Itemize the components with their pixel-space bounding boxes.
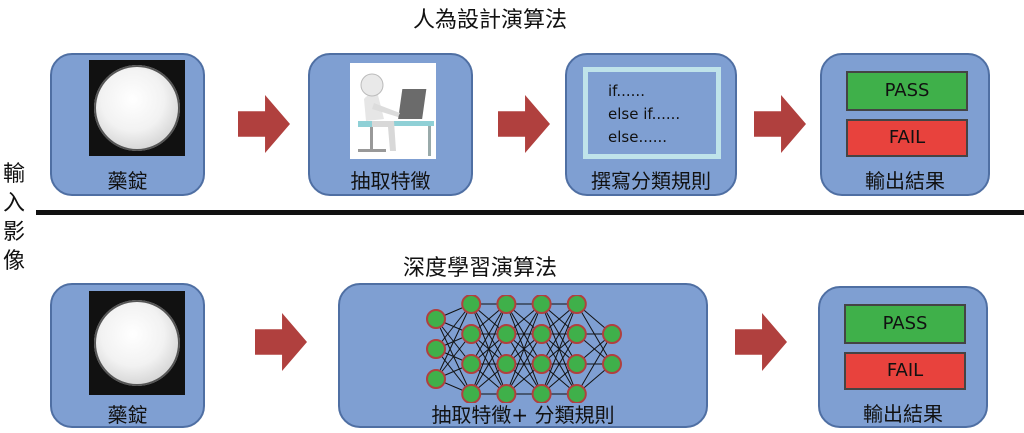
network-edge (505, 303, 543, 365)
bottom-pill-caption: 藥錠 (107, 403, 148, 427)
input-image-label-char-4: 像 (2, 249, 25, 274)
network-node-2-1 (496, 324, 517, 344)
network-node-1-3 (461, 384, 482, 403)
top-pill-caption: 藥錠 (107, 169, 148, 193)
network-edge (470, 333, 507, 395)
bottom-pass-badge: PASS (844, 304, 966, 344)
top-pass-badge: PASS (846, 71, 968, 111)
network-edge (541, 333, 578, 395)
network-node-3-3 (531, 384, 552, 403)
pill-tablet-icon (94, 65, 180, 151)
manual-algorithm-title: 人為設計演算法 (412, 8, 567, 33)
network-node-2-3 (496, 384, 517, 403)
top-pill-image (89, 60, 185, 156)
deep-learning-algorithm-title: 深度學習演算法 (402, 256, 557, 281)
neural-network-diagram (426, 295, 622, 403)
code-line-else: else...... (608, 128, 668, 146)
network-node-4-2 (566, 354, 587, 374)
network-node-5-1 (602, 354, 622, 374)
code-line-else-if: else if...... (608, 105, 681, 123)
network-edge (505, 333, 543, 395)
top-feature-box: 抽取特徵 (308, 53, 473, 196)
top-output-box: PASS FAIL 輸出結果 (820, 53, 990, 196)
network-node-5-0 (602, 324, 622, 344)
top-rules-box: if...... else if...... else...... 撰寫分類規則 (565, 53, 737, 196)
code-panel: if...... else if...... else...... (583, 67, 721, 159)
network-edge (435, 303, 472, 380)
input-image-label-char-2: 入 (2, 191, 25, 216)
bottom-output-caption: 輸出結果 (863, 402, 943, 426)
person-at-computer-icon (358, 73, 434, 156)
top-rules-caption: 撰寫分類規則 (591, 169, 711, 193)
arrow-4-icon (255, 313, 307, 371)
network-node-0-1 (426, 339, 446, 359)
network-node-0-0 (426, 309, 446, 329)
network-node-1-1 (461, 324, 482, 344)
arrow-2-icon (498, 95, 550, 153)
network-edge (470, 303, 507, 395)
input-image-label-char-3: 影 (2, 220, 25, 245)
network-node-2-2 (496, 354, 517, 374)
bottom-network-box: 抽取特徵+ 分類規則 (338, 283, 708, 428)
row-divider (36, 210, 1024, 215)
bottom-pill-box: 藥錠 (50, 283, 205, 428)
top-output-caption: 輸出結果 (865, 169, 945, 193)
code-line-if: if...... (608, 82, 645, 100)
bottom-pill-image (89, 291, 185, 395)
network-edge (541, 303, 578, 365)
network-edge (541, 303, 578, 395)
network-node-4-3 (566, 384, 587, 403)
network-edge (576, 333, 613, 395)
bottom-output-box: PASS FAIL 輸出結果 (818, 286, 988, 428)
top-feature-caption: 抽取特徵 (350, 169, 431, 193)
network-node-1-2 (461, 354, 482, 374)
network-node-0-2 (426, 369, 446, 389)
bottom-fail-badge: FAIL (844, 352, 966, 390)
arrow-1-icon (238, 95, 290, 153)
network-node-3-0 (531, 295, 552, 314)
network-node-4-1 (566, 324, 587, 344)
network-edge (505, 303, 543, 395)
top-fail-badge: FAIL (846, 119, 968, 157)
arrow-3-icon (754, 95, 806, 153)
network-edge (470, 303, 507, 365)
network-node-4-0 (566, 295, 587, 314)
bottom-network-caption: 抽取特徵+ 分類規則 (431, 403, 615, 427)
worker-at-desk-image (350, 63, 436, 159)
pill-tablet-icon (94, 300, 180, 386)
top-pill-box: 藥錠 (50, 53, 205, 196)
network-node-3-1 (531, 324, 552, 344)
arrow-5-icon (735, 313, 787, 371)
network-node-1-0 (461, 295, 482, 314)
network-node-3-2 (531, 354, 552, 374)
network-node-2-0 (496, 295, 517, 314)
input-image-label-char-1: 輸 (2, 162, 25, 187)
input-image-label: 輸 入 影 像 (0, 160, 28, 276)
